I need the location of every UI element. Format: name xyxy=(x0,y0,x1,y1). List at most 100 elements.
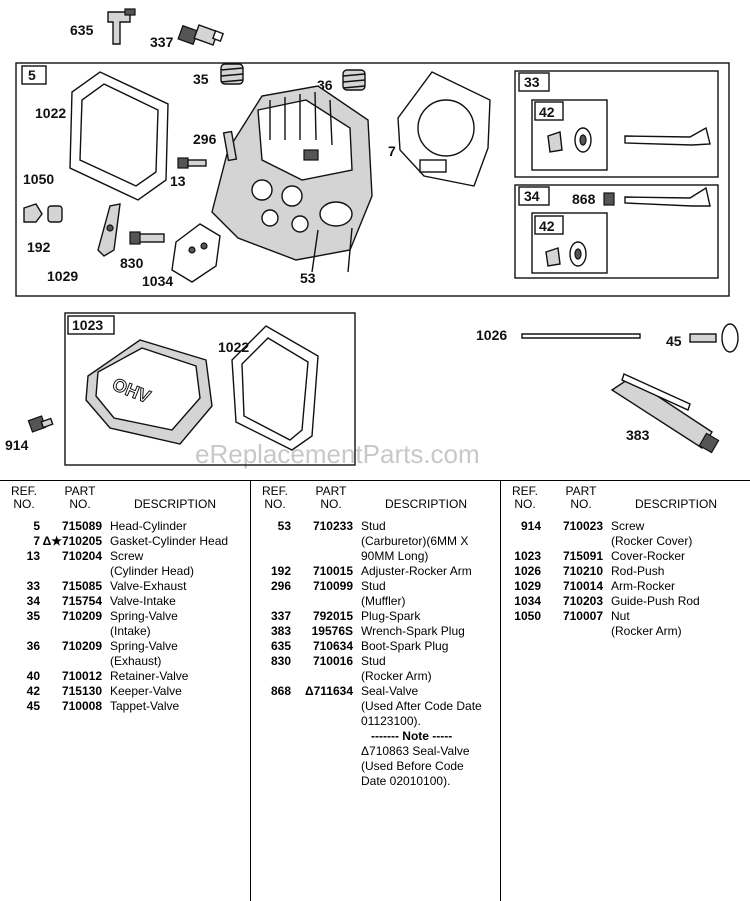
keeper-retainer-b xyxy=(545,241,587,267)
rocker-cover-screw xyxy=(27,415,54,433)
description: Δ710863 Seal-Valve xyxy=(361,744,470,758)
part-no: Δ711634 xyxy=(304,684,353,698)
table-row: (Exhaust) xyxy=(0,654,250,669)
table-row: (Carburetor)(6MM X xyxy=(251,534,501,549)
part-no: 710015 xyxy=(312,564,353,578)
header-ref-line-2: NO. xyxy=(13,497,35,511)
ref-no: 53 xyxy=(277,519,291,533)
table-row: 192 710015 Adjuster-Rocker Arm xyxy=(251,564,501,579)
rocker-cover-gasket-2 xyxy=(231,325,319,451)
table-row: Δ710863 Seal-Valve xyxy=(251,744,501,759)
keeper-box-a xyxy=(531,99,608,171)
rocker-adjuster xyxy=(47,205,63,223)
keeper-retainer-a xyxy=(547,127,592,153)
part-no: 715091 xyxy=(562,549,603,563)
callout-1029: 1029 xyxy=(47,268,78,284)
table-row: (Used After Code Date xyxy=(251,699,501,714)
spark-plug-wrench xyxy=(610,373,720,454)
description: Valve-Intake xyxy=(110,594,176,608)
part-no: Δ★710205 xyxy=(42,534,102,548)
rocker-cover-gasket xyxy=(69,71,169,201)
part-no: 710203 xyxy=(562,594,603,608)
description: Spring-Valve xyxy=(110,609,178,623)
description: Tappet-Valve xyxy=(110,699,180,713)
valve-tappet xyxy=(689,323,739,353)
box-label-1023: 1023 xyxy=(72,317,103,333)
description: Retainer-Valve xyxy=(110,669,189,683)
description: Boot-Spark Plug xyxy=(361,639,449,653)
ref-no: 830 xyxy=(270,654,291,668)
callout-45: 45 xyxy=(666,333,682,349)
description: 90MM Long) xyxy=(361,549,429,563)
description: Stud xyxy=(361,654,386,668)
description: Wrench-Spark Plug xyxy=(361,624,465,638)
table-row: (Rocker Arm) xyxy=(501,624,750,639)
description: Cover-Rocker xyxy=(611,549,686,563)
table-row: 830 710016 Stud xyxy=(251,654,501,669)
part-no: 792015 xyxy=(312,609,353,623)
part-no: 715089 xyxy=(61,519,102,533)
description: Date 02010100). xyxy=(361,774,451,788)
part-no: 19576S xyxy=(311,624,353,638)
intake-valve xyxy=(624,186,711,207)
description: (Rocker Arm) xyxy=(611,624,682,638)
ref-no: 868 xyxy=(270,684,291,698)
header-ref-line-1: REF. xyxy=(511,484,538,498)
callout-830: 830 xyxy=(120,255,144,271)
description: (Rocker Cover) xyxy=(611,534,693,548)
part-no: 710007 xyxy=(562,609,603,623)
description: (Used After Code Date xyxy=(361,699,482,713)
keeper-box-b xyxy=(531,212,608,274)
part-no: 710016 xyxy=(312,654,353,668)
header-desc-line-1: DESCRIPTION xyxy=(384,497,467,511)
ref-no: 1023 xyxy=(514,549,541,563)
head-assembly-box xyxy=(15,62,730,297)
rocker-stud xyxy=(129,231,165,245)
part-no: 710233 xyxy=(312,519,353,533)
spark-plug xyxy=(177,24,225,46)
box-label-5: 5 xyxy=(28,67,36,83)
ref-no: 13 xyxy=(26,549,40,563)
cylinder-head-screw xyxy=(177,157,207,169)
rocker-nut xyxy=(23,203,43,223)
ref-no: 192 xyxy=(270,564,291,578)
description: Keeper-Valve xyxy=(110,684,182,698)
box-label-34: 34 xyxy=(524,188,540,204)
ref-no: 1029 xyxy=(514,579,541,593)
description: Rod-Push xyxy=(611,564,665,578)
part-no: 715130 xyxy=(61,684,102,698)
muffler-stud xyxy=(222,130,238,162)
ref-no: 45 xyxy=(26,699,40,713)
callout-1022b: 1022 xyxy=(218,339,249,355)
ref-no: 5 xyxy=(33,519,40,533)
box-label-42b: 42 xyxy=(539,218,555,234)
description: (Used Before Code xyxy=(361,759,464,773)
callout-383: 383 xyxy=(626,427,650,443)
description: Adjuster-Rocker Arm xyxy=(361,564,472,578)
header-desc: DESCRIPTION xyxy=(361,498,491,511)
table-row: 1023 715091 Cover-Rocker xyxy=(501,549,750,564)
table-row: Date 02010100). xyxy=(251,774,501,789)
callout-914: 914 xyxy=(5,437,29,453)
header-part-line-1: PART xyxy=(565,484,597,498)
description: (Exhaust) xyxy=(110,654,162,668)
part-no: 710209 xyxy=(61,639,102,653)
header-ref-line-2: NO. xyxy=(514,497,536,511)
spark-plug-boot xyxy=(107,8,136,45)
exhaust-valve-box xyxy=(514,70,719,178)
header-desc: DESCRIPTION xyxy=(611,498,741,511)
callout-337: 337 xyxy=(150,34,174,50)
